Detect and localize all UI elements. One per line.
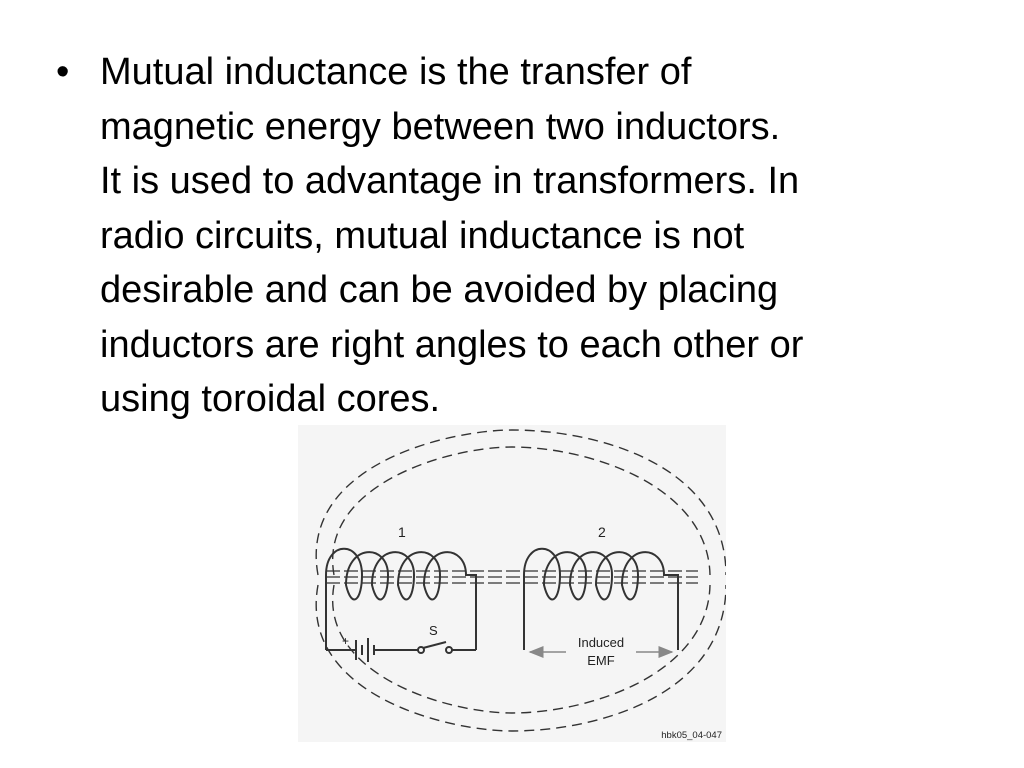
field-line-inner-bottom	[331, 584, 711, 714]
bullet-line: It is used to advantage in transformers.…	[100, 160, 800, 202]
core-lines	[326, 570, 698, 584]
field-line-outer-bottom	[315, 584, 726, 732]
mutual-inductance-diagram: 1 + S 2	[298, 425, 726, 742]
bullet-dot-icon: •	[56, 51, 70, 93]
switch-icon	[422, 641, 447, 649]
bullet-item: • Mutual inductance is the transfer of m…	[56, 45, 986, 427]
emf-label: EMF	[587, 653, 615, 668]
bullet-line: magnetic energy between two inductors.	[100, 105, 781, 148]
coil-1-label: 1	[398, 524, 406, 540]
bullet-line: inductors are right angles to each other…	[100, 323, 804, 366]
battery-plus-label: +	[342, 634, 349, 648]
coil-2	[523, 547, 679, 650]
coil-1	[325, 547, 477, 650]
bullet-line: radio circuits, mutual inductance is not	[100, 214, 745, 257]
battery-switch-circuit	[325, 637, 476, 662]
bullet-line: desirable and can be avoided by placing	[100, 269, 779, 311]
diagram-svg: 1 + S 2	[315, 429, 726, 741]
figure-id: hbk05_04-047	[661, 730, 722, 741]
field-lines	[315, 429, 726, 732]
bullet-line: Mutual inductance is the transfer of	[100, 51, 692, 93]
switch-label: S	[429, 623, 438, 638]
field-line-inner-top	[331, 446, 711, 576]
coil-2-label: 2	[598, 524, 606, 540]
bullet-text: Mutual inductance is the transfer of mag…	[100, 45, 803, 427]
field-line-outer-top	[315, 429, 726, 576]
induced-label: Induced	[578, 635, 624, 650]
bullet-line: using toroidal cores.	[100, 378, 441, 420]
